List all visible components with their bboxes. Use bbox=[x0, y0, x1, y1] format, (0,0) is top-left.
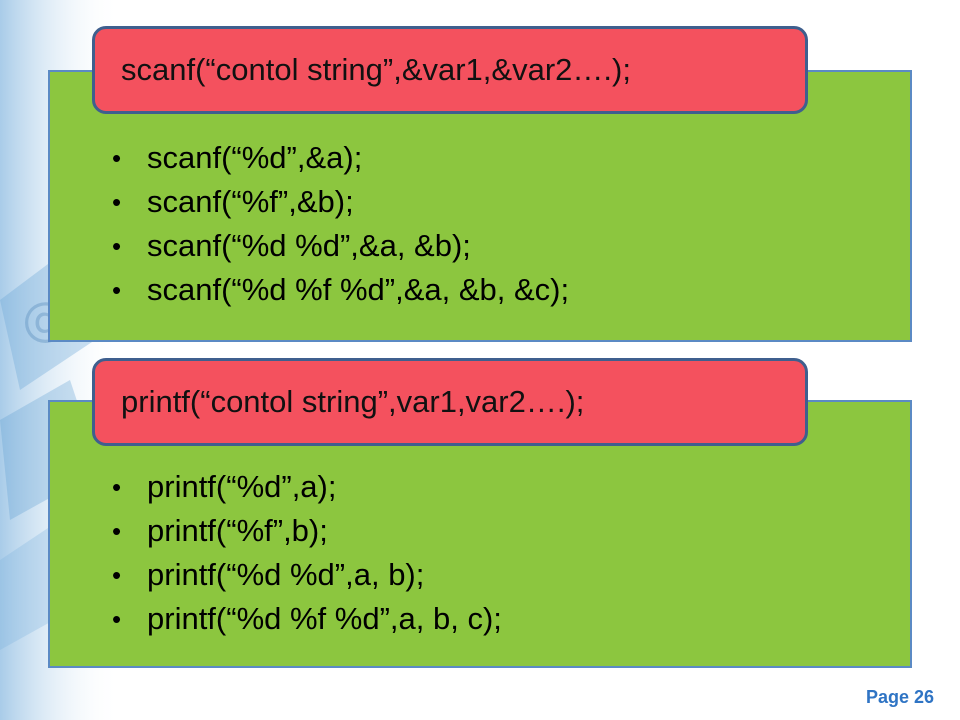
scanf-header: scanf(“contol string”,&var1,&var2….); bbox=[92, 26, 808, 114]
bullet-icon: • bbox=[112, 231, 122, 261]
list-item: •printf(“%f”,b); bbox=[112, 509, 502, 553]
list-item: •scanf(“%d”,&a); bbox=[112, 136, 569, 180]
bullet-icon: • bbox=[112, 472, 122, 502]
bullet-icon: • bbox=[112, 143, 122, 173]
list-item: •scanf(“%f”,&b); bbox=[112, 180, 569, 224]
scanf-header-text: scanf(“contol string”,&var1,&var2….); bbox=[121, 52, 631, 87]
bullet-icon: • bbox=[112, 516, 122, 546]
page-number: Page 26 bbox=[865, 687, 934, 707]
list-item: •scanf(“%d %d”,&a, &b); bbox=[112, 224, 569, 268]
printf-header-text: printf(“contol string”,var1,var2….); bbox=[121, 384, 585, 419]
list-item: •scanf(“%d %f %d”,&a, &b, &c); bbox=[112, 268, 569, 312]
scanf-example-list: •scanf(“%d”,&a); •scanf(“%f”,&b); •scanf… bbox=[112, 136, 569, 312]
bullet-icon: • bbox=[112, 275, 122, 305]
bullet-icon: • bbox=[112, 604, 122, 634]
printf-header: printf(“contol string”,var1,var2….); bbox=[92, 358, 808, 446]
list-item: •printf(“%d %f %d”,a, b, c); bbox=[112, 597, 502, 641]
bullet-icon: • bbox=[112, 560, 122, 590]
list-item: •printf(“%d”,a); bbox=[112, 465, 502, 509]
printf-example-list: •printf(“%d”,a); •printf(“%f”,b); •print… bbox=[112, 465, 502, 641]
list-item: •printf(“%d %d”,a, b); bbox=[112, 553, 502, 597]
scanf-panel bbox=[48, 70, 912, 342]
bullet-icon: • bbox=[112, 187, 122, 217]
